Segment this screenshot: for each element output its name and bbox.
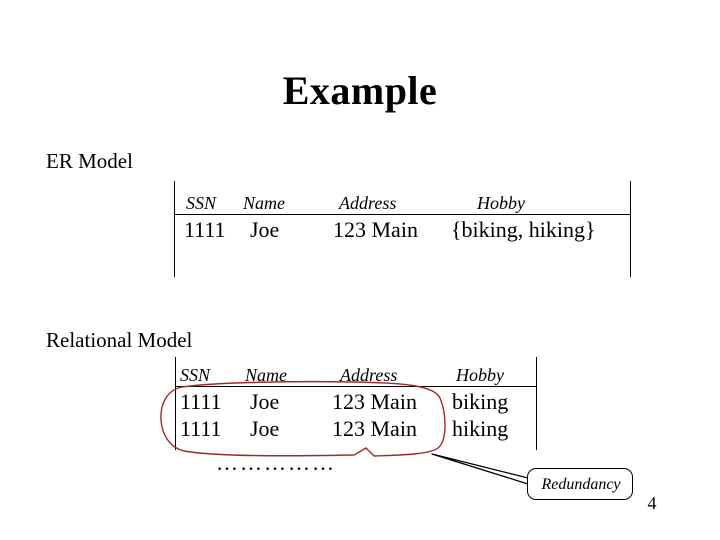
er-header-ssn: SSN xyxy=(186,193,217,213)
rel-header-hobby: Hobby xyxy=(456,365,504,385)
er-header-address: Address xyxy=(339,193,397,213)
redundancy-callout: Redundancy xyxy=(527,468,633,500)
rel-r2-cell-name: Joe xyxy=(250,416,280,441)
rel-r1-cell-name: Joe xyxy=(250,389,280,414)
rel-table-left-border xyxy=(175,357,176,450)
page-title: Example xyxy=(282,68,438,113)
er-model-label: ER Model xyxy=(46,149,133,173)
rel-table-header-rule xyxy=(175,386,537,387)
er-table-left-border xyxy=(174,181,175,277)
rel-header-ssn: SSN xyxy=(180,365,211,385)
callout-pointer-icon xyxy=(431,453,537,485)
er-header-name: Name xyxy=(243,193,285,213)
ellipsis-continuation: …………… xyxy=(216,450,336,475)
rel-r2-cell-address: 123 Main xyxy=(332,416,417,441)
er-header-hobby: Hobby xyxy=(477,193,525,213)
rel-r1-cell-ssn: 1111 xyxy=(180,389,222,414)
rel-header-address: Address xyxy=(340,365,398,385)
rel-r1-cell-hobby: biking xyxy=(452,389,509,414)
redundancy-callout-label: Redundancy xyxy=(541,476,621,493)
er-cell-ssn: 1111 xyxy=(184,217,226,242)
page-number: 4 xyxy=(647,493,657,513)
er-cell-address: 123 Main xyxy=(333,217,418,242)
redundancy-highlight-ellipse xyxy=(160,380,446,457)
er-cell-hobby: {biking, hiking} xyxy=(451,217,596,242)
rel-r2-cell-hobby: hiking xyxy=(452,416,509,441)
er-cell-name: Joe xyxy=(250,217,280,242)
rel-table-right-border xyxy=(536,357,537,450)
er-table-header-rule xyxy=(174,214,631,215)
relational-model-label: Relational Model xyxy=(46,328,193,352)
er-table-right-border xyxy=(630,181,631,277)
rel-r2-cell-ssn: 1111 xyxy=(180,416,222,441)
rel-r1-cell-address: 123 Main xyxy=(332,389,417,414)
rel-header-name: Name xyxy=(245,365,287,385)
